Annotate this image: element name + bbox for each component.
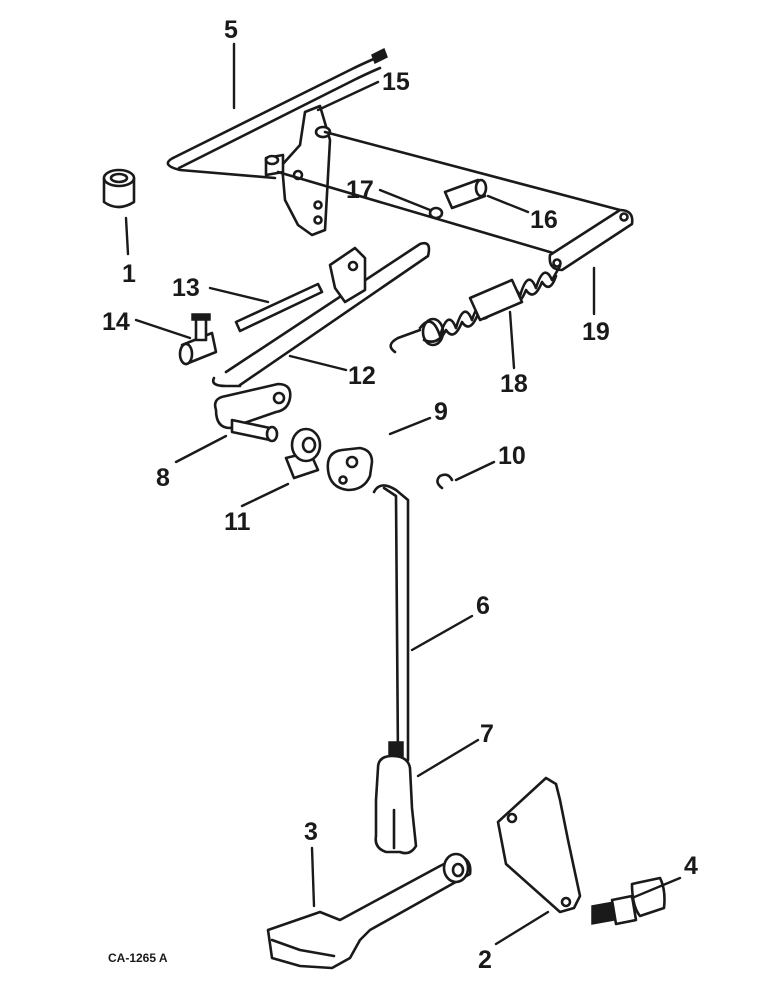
callout-19: 19 bbox=[582, 318, 610, 346]
part-15-bracket bbox=[264, 104, 332, 237]
leader-2 bbox=[494, 910, 550, 946]
leader-11 bbox=[240, 482, 290, 508]
callout-1: 1 bbox=[122, 260, 136, 288]
callout-6: 6 bbox=[476, 592, 490, 620]
part-9-plate bbox=[326, 446, 374, 492]
callout-16: 16 bbox=[530, 206, 558, 234]
callout-8: 8 bbox=[156, 464, 170, 492]
leader-15 bbox=[316, 80, 380, 112]
callout-5: 5 bbox=[224, 16, 238, 44]
leader-lines bbox=[124, 42, 682, 946]
callout-17: 17 bbox=[346, 176, 374, 204]
part-11-roller bbox=[284, 427, 322, 480]
callout-11: 11 bbox=[224, 508, 251, 536]
leader-4 bbox=[630, 876, 682, 900]
part-12-rod bbox=[211, 241, 431, 388]
callout-labels: 5 15 1 17 16 13 14 12 19 18 9 10 8 11 6 … bbox=[102, 16, 698, 974]
callout-9: 9 bbox=[434, 398, 448, 426]
part-7-clevis bbox=[374, 754, 418, 855]
callout-4: 4 bbox=[684, 852, 698, 880]
leader-18 bbox=[508, 310, 516, 370]
callout-15: 15 bbox=[382, 68, 410, 96]
part-16-pin bbox=[443, 178, 488, 210]
part-5-rod bbox=[166, 47, 388, 180]
part-13-bolt bbox=[234, 246, 367, 333]
callout-12: 12 bbox=[348, 362, 376, 390]
callout-3: 3 bbox=[304, 818, 318, 846]
part-18-spring bbox=[389, 264, 562, 354]
part-1-bushing bbox=[102, 168, 136, 209]
leader-17 bbox=[378, 188, 432, 212]
callout-2: 2 bbox=[478, 946, 492, 974]
leader-1 bbox=[124, 216, 130, 256]
leader-8 bbox=[174, 434, 228, 464]
leader-6 bbox=[410, 614, 474, 652]
leader-13 bbox=[208, 286, 270, 304]
part-4-bolt bbox=[591, 876, 666, 926]
leader-14 bbox=[134, 318, 192, 340]
part-8-lever bbox=[213, 382, 292, 443]
leader-3 bbox=[310, 846, 316, 908]
part-17-clip bbox=[428, 206, 444, 220]
callout-7: 7 bbox=[480, 720, 494, 748]
drawing-id: CA-1265 A bbox=[108, 951, 168, 965]
part-14-fitting bbox=[178, 313, 218, 366]
callout-18: 18 bbox=[500, 370, 528, 398]
callout-14: 14 bbox=[102, 308, 130, 336]
leader-16 bbox=[486, 194, 530, 214]
callout-13: 13 bbox=[172, 274, 200, 302]
part-6-rod bbox=[372, 484, 410, 767]
leader-9 bbox=[388, 416, 432, 436]
part-19-strap bbox=[548, 208, 634, 272]
leader-7 bbox=[416, 738, 480, 778]
leader-10 bbox=[454, 460, 496, 482]
part-2-bracket bbox=[496, 776, 582, 914]
leader-12 bbox=[288, 354, 348, 372]
part-3-pedal bbox=[266, 852, 472, 970]
part-10-clip bbox=[436, 473, 454, 490]
callout-10: 10 bbox=[498, 442, 526, 470]
